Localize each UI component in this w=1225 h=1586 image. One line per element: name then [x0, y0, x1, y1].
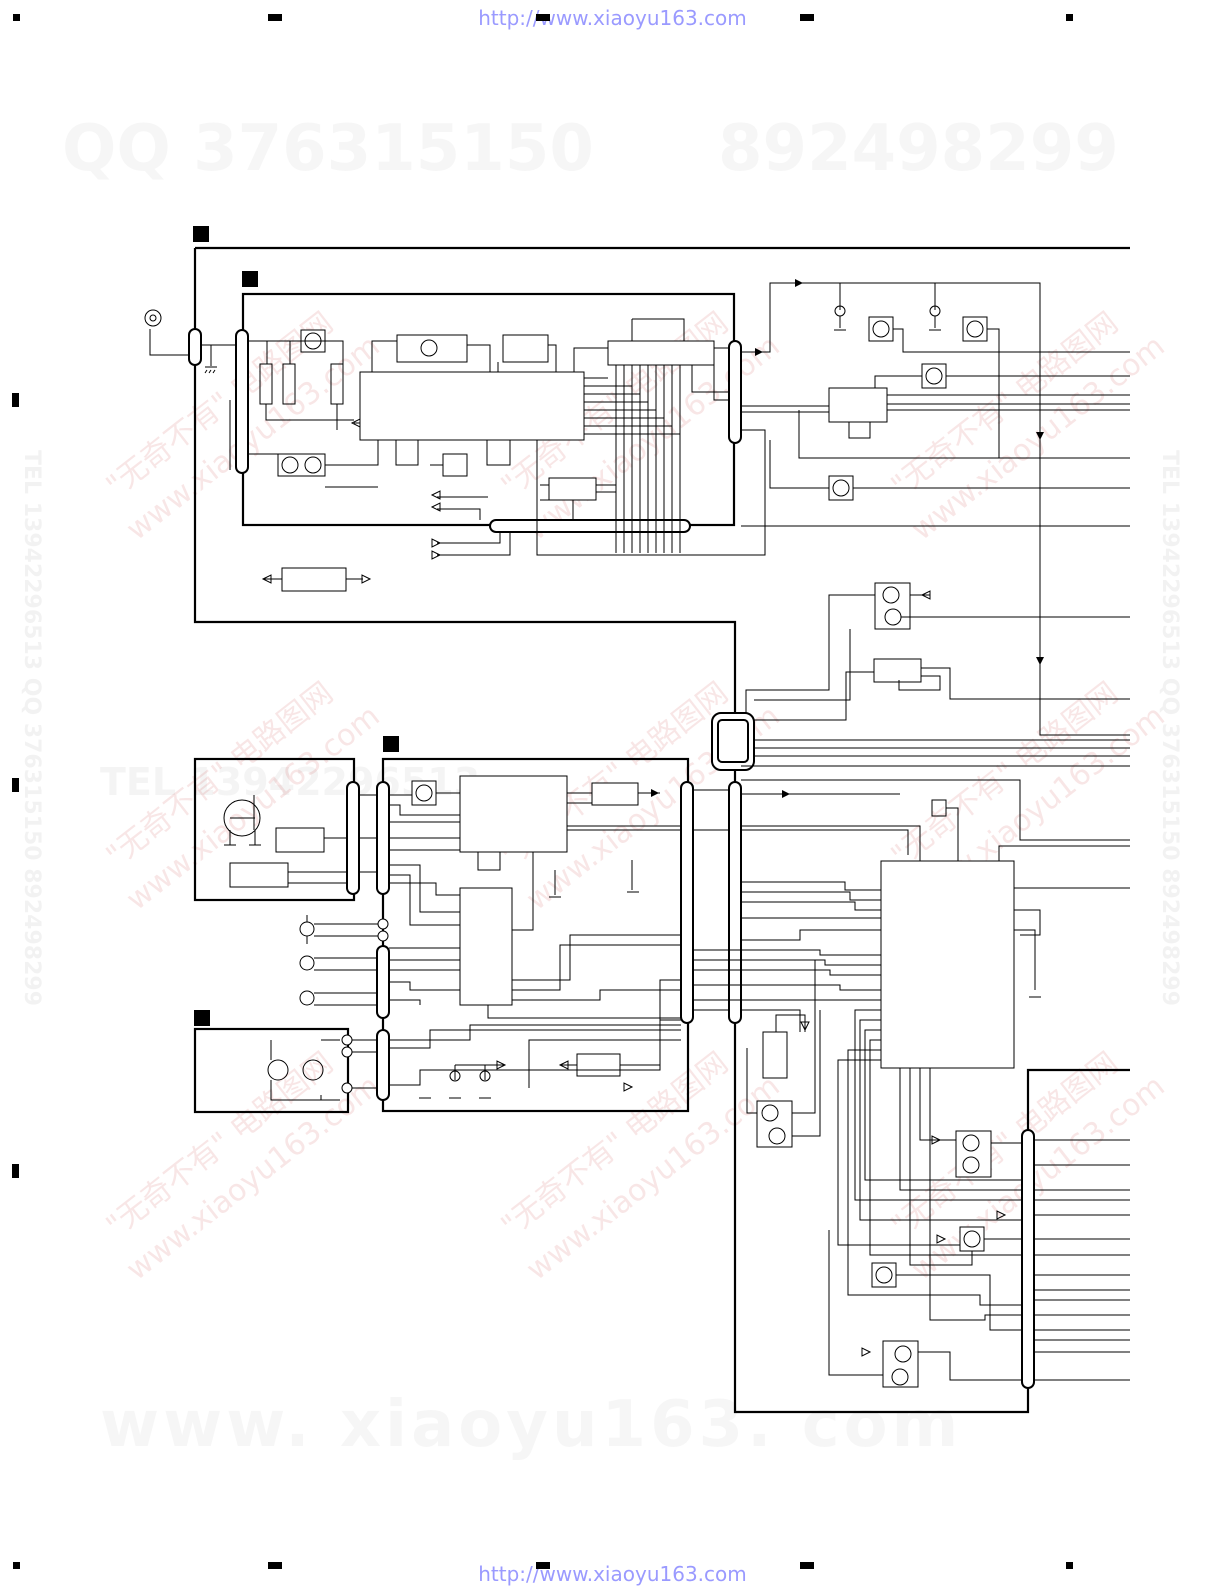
footer-url[interactable]: http://www.xiaoyu163.com: [478, 1562, 747, 1586]
mechanism-board-wiring: [223, 789, 1130, 1381]
ground-symbols: [204, 329, 1041, 1099]
transistor-blocks: [277, 316, 992, 1388]
tuner-board-wiring: [144, 309, 766, 580]
registration-marks: [12, 14, 1073, 1569]
section-markers: [193, 226, 399, 1026]
header-url[interactable]: http://www.xiaoyu163.com: [478, 6, 747, 30]
io-arrows: [261, 418, 1007, 1357]
integrated-circuits: [229, 340, 1015, 1077]
upper-right-wiring: [741, 282, 1130, 990]
signal-arrows: [651, 279, 1044, 798]
